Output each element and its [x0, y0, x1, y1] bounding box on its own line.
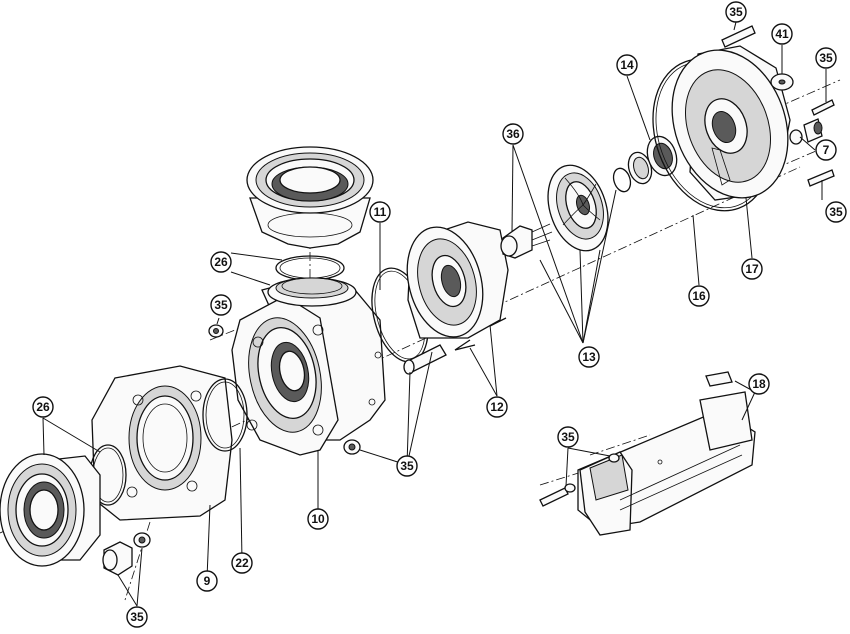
left-nut — [208, 324, 224, 338]
svg-text:35: 35 — [400, 459, 414, 473]
callout-35-left: 35 — [210, 294, 232, 316]
body-nut — [343, 439, 361, 455]
svg-text:35: 35 — [819, 51, 833, 65]
callout-9: 9 — [196, 570, 218, 592]
washer — [770, 73, 794, 91]
callout-14: 14 — [616, 54, 638, 76]
callout-22: 22 — [231, 552, 253, 574]
callout-13: 13 — [578, 346, 600, 368]
callout-35-body: 35 — [396, 455, 418, 477]
pump-body — [231, 277, 386, 456]
impeller — [547, 164, 609, 252]
callout-17: 17 — [741, 258, 763, 280]
inlet-flange — [91, 365, 233, 521]
svg-text:14: 14 — [620, 58, 634, 72]
svg-text:35: 35 — [561, 430, 575, 444]
callout-11: 11 — [369, 201, 391, 223]
callout-41: 41 — [771, 23, 793, 45]
svg-text:7: 7 — [823, 143, 830, 157]
svg-text:18: 18 — [752, 377, 766, 391]
callout-35-bottom: 35 — [126, 606, 148, 628]
callout-35-right-upper: 35 — [815, 47, 837, 69]
callout-35-right-lower: 35 — [825, 201, 847, 223]
svg-text:12: 12 — [490, 400, 504, 414]
bottom-cap-and-nut — [102, 532, 151, 576]
seal-plate-bolts — [721, 25, 835, 187]
diffuser — [406, 221, 509, 351]
callout-35-base: 35 — [557, 426, 579, 448]
seal-plate — [671, 45, 791, 201]
callout-36: 36 — [502, 123, 524, 145]
svg-text:26: 26 — [214, 255, 228, 269]
callout-26-top: 26 — [210, 251, 232, 273]
inlet-o-ring — [202, 378, 248, 452]
callout-18: 18 — [748, 373, 770, 395]
svg-text:13: 13 — [582, 350, 596, 364]
svg-text:41: 41 — [775, 27, 789, 41]
svg-text:35: 35 — [214, 298, 228, 312]
svg-text:11: 11 — [374, 205, 387, 219]
svg-text:35: 35 — [130, 610, 144, 624]
svg-text:36: 36 — [506, 127, 520, 141]
motor-base — [577, 371, 756, 536]
svg-text:16: 16 — [692, 289, 706, 303]
top-union-flange — [246, 146, 374, 249]
callout-16: 16 — [688, 285, 710, 307]
svg-text:35: 35 — [829, 205, 843, 219]
base-bolts — [539, 453, 620, 507]
svg-text:26: 26 — [36, 400, 50, 414]
callout-7: 7 — [815, 139, 837, 161]
svg-text:35: 35 — [729, 5, 743, 19]
seal-ring — [612, 167, 632, 193]
left-union-flange — [0, 453, 101, 567]
callout-26-left: 26 — [32, 396, 54, 418]
callout-10: 10 — [307, 508, 329, 530]
shaft-adapter — [500, 223, 553, 259]
mechanical-seal — [627, 135, 678, 185]
callout-12: 12 — [486, 396, 508, 418]
svg-text:22: 22 — [235, 556, 249, 570]
center-screw — [403, 344, 447, 375]
leader-lines — [42, 21, 827, 607]
callout-35-top: 35 — [725, 1, 747, 23]
svg-text:17: 17 — [745, 262, 759, 276]
svg-text:10: 10 — [311, 512, 325, 526]
svg-text:9: 9 — [204, 574, 211, 588]
drain-plug — [789, 118, 823, 145]
